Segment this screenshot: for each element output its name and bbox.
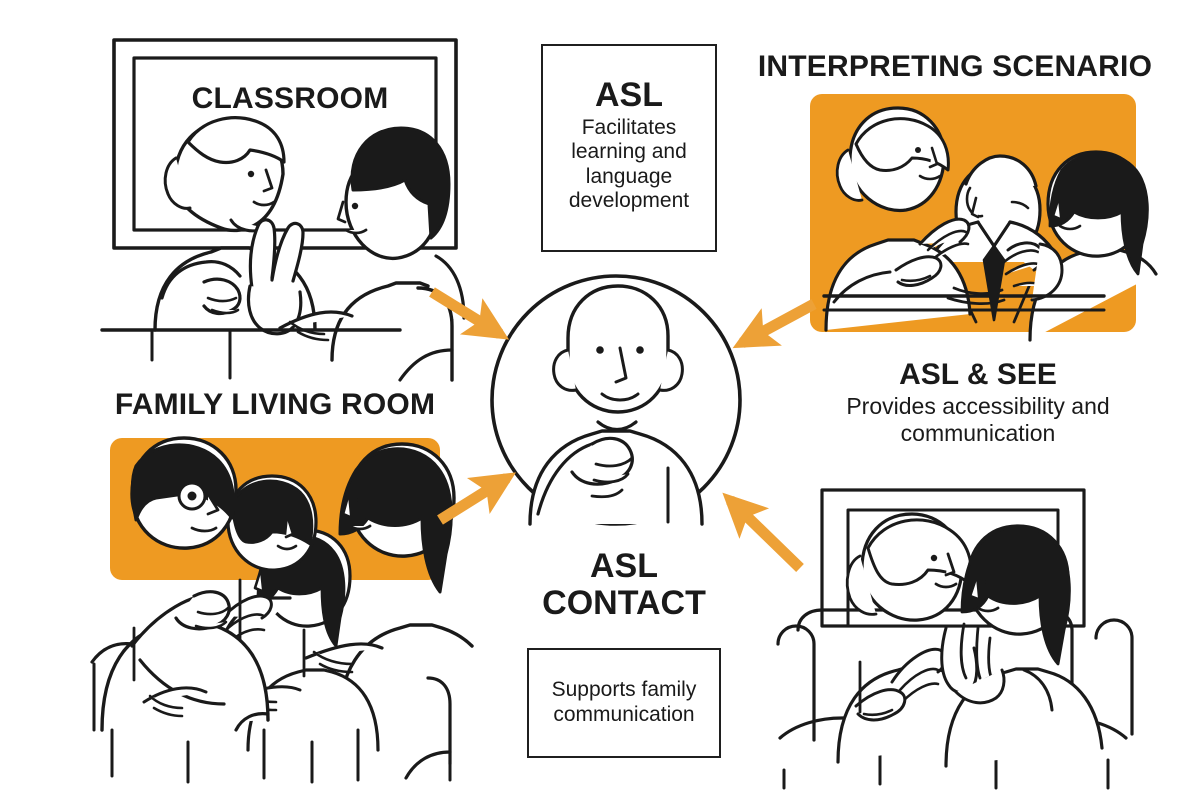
box-asl: ASL Facilitates learning and language de… — [541, 44, 717, 252]
figure-father — [100, 436, 270, 732]
arrow-from-family — [437, 472, 517, 525]
center-figure-circle — [488, 272, 744, 528]
scene-family-living-room — [88, 430, 478, 790]
arrow-from-sofa — [722, 492, 804, 572]
scene-classroom — [100, 30, 470, 382]
box-asl-contact-body-text: Supports family communication — [551, 678, 697, 726]
caption-asl-see-heading: ASL & SEE — [899, 358, 1057, 391]
living-room-chairs — [90, 642, 452, 784]
caption-asl-see: ASL & SEE Provides accessibility and com… — [838, 358, 1118, 447]
scene-interpreting-scenario — [808, 92, 1158, 342]
caption-asl-see-body: Provides accessibility and communication — [846, 393, 1110, 446]
figure-woman-right — [940, 524, 1104, 768]
box-asl-contact-body: Supports family communication — [527, 648, 721, 758]
caption-asl-contact: ASL CONTACT — [542, 547, 706, 622]
title-family-living-room: FAMILY LIVING ROOM — [114, 388, 436, 421]
arrow-from-classroom — [429, 287, 510, 340]
hand-sign-v — [246, 218, 305, 336]
box-asl-body: Facilitates learning and language develo… — [568, 116, 690, 213]
box-asl-heading: ASL — [595, 76, 663, 115]
arrow-from-interpreting — [732, 299, 817, 349]
scene-home-conversation — [760, 470, 1150, 795]
figure-client-right — [1002, 150, 1158, 342]
figure-center-person — [528, 284, 704, 526]
title-interpreting-scenario: INTERPRETING SCENARIO — [757, 50, 1153, 83]
figure-mother — [304, 442, 474, 732]
figure-client-left — [824, 106, 972, 332]
desk — [822, 286, 1106, 312]
title-classroom: CLASSROOM — [191, 82, 389, 115]
